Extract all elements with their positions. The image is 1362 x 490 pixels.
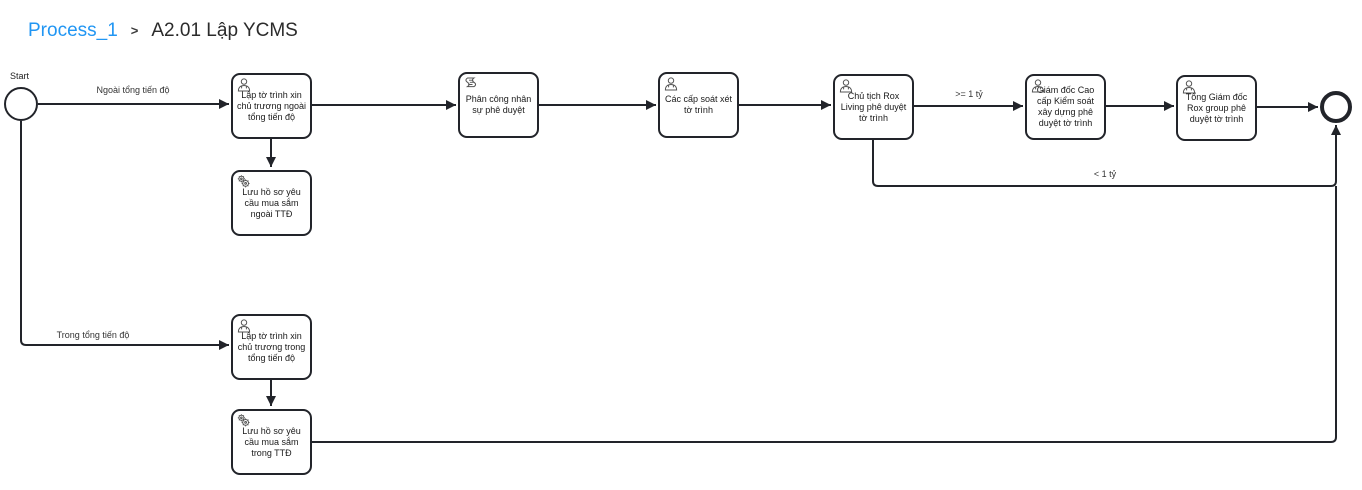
gears-icon xyxy=(236,413,252,429)
flow-label-lt-1-ty[interactable]: < 1 tỷ xyxy=(1093,169,1117,179)
task-label: Phân công nhân sự phê duyệt xyxy=(465,94,532,115)
task-label: Tổng Giám đốc Rox group phê duyệt tờ trì… xyxy=(1185,91,1248,124)
flow-label-gte-1-ty[interactable]: >= 1 tỷ xyxy=(955,89,983,99)
breadcrumb: Process_1 > A2.01 Lập YCMS xyxy=(28,20,298,42)
user-icon xyxy=(1030,78,1046,94)
flow-label-trong-tong-tien-do[interactable]: Trong tổng tiến độ xyxy=(56,330,130,340)
task-giam-doc-cao-cap[interactable]: Giám đốc Cao cấp Kiểm soát xây dựng phê … xyxy=(1025,74,1106,140)
task-label: Giám đốc Cao cấp Kiểm soát xây dựng phê … xyxy=(1036,85,1095,128)
end-event[interactable] xyxy=(1320,91,1352,123)
gears-icon xyxy=(236,174,252,190)
script-icon xyxy=(463,76,479,92)
breadcrumb-process-link[interactable]: Process_1 xyxy=(28,20,118,41)
task-lap-to-trinh-ngoai[interactable]: Lập tờ trình xin chủ trương ngoài tổng t… xyxy=(231,73,312,139)
flow-label-ngoai-tong-tien-do[interactable]: Ngoài tổng tiến độ xyxy=(96,85,170,95)
flow-chu-tich-lt1ty-to-end[interactable] xyxy=(872,125,1341,187)
task-luu-ho-so-trong[interactable]: Lưu hồ sơ yêu cầu mua sắm trong TTĐ xyxy=(231,409,312,475)
flow-luu-trong-to-end[interactable] xyxy=(312,186,1337,443)
user-icon xyxy=(663,76,679,92)
task-phan-cong[interactable]: Phân công nhân sự phê duyệt xyxy=(458,72,539,138)
task-label: Chủ tịch Rox Living phê duyệt tờ trình xyxy=(840,90,907,123)
user-icon xyxy=(236,77,252,93)
task-chu-tich-phe-duyet[interactable]: Chủ tịch Rox Living phê duyệt tờ trình xyxy=(833,74,914,140)
user-icon xyxy=(236,318,252,334)
user-icon xyxy=(1181,79,1197,95)
flow-start-to-lap-trong[interactable] xyxy=(20,121,229,350)
chevron-right-icon: > xyxy=(130,23,139,38)
task-label: Lập tờ trình xin chủ trương ngoài tổng t… xyxy=(237,89,306,122)
task-label: Lưu hồ sơ yêu cầu mua sắm ngoài TTĐ xyxy=(242,186,301,219)
user-icon xyxy=(838,78,854,94)
page-title: A2.01 Lập YCMS xyxy=(151,20,298,41)
task-lap-to-trinh-trong[interactable]: Lập tờ trình xin chủ trương trong tổng t… xyxy=(231,314,312,380)
start-event-label: Start xyxy=(10,71,30,81)
task-cac-cap-soat-xet[interactable]: Các cấp soát xét tờ trình xyxy=(658,72,739,138)
task-label: Lập tờ trình xin chủ trương trong tổng t… xyxy=(237,330,306,363)
task-label: Lưu hồ sơ yêu cầu mua sắm trong TTĐ xyxy=(242,425,301,458)
task-tong-giam-doc[interactable]: Tổng Giám đốc Rox group phê duyệt tờ trì… xyxy=(1176,75,1257,141)
task-label: Các cấp soát xét tờ trình xyxy=(664,94,733,115)
start-event[interactable] xyxy=(4,87,38,121)
task-luu-ho-so-ngoai[interactable]: Lưu hồ sơ yêu cầu mua sắm ngoài TTĐ xyxy=(231,170,312,236)
